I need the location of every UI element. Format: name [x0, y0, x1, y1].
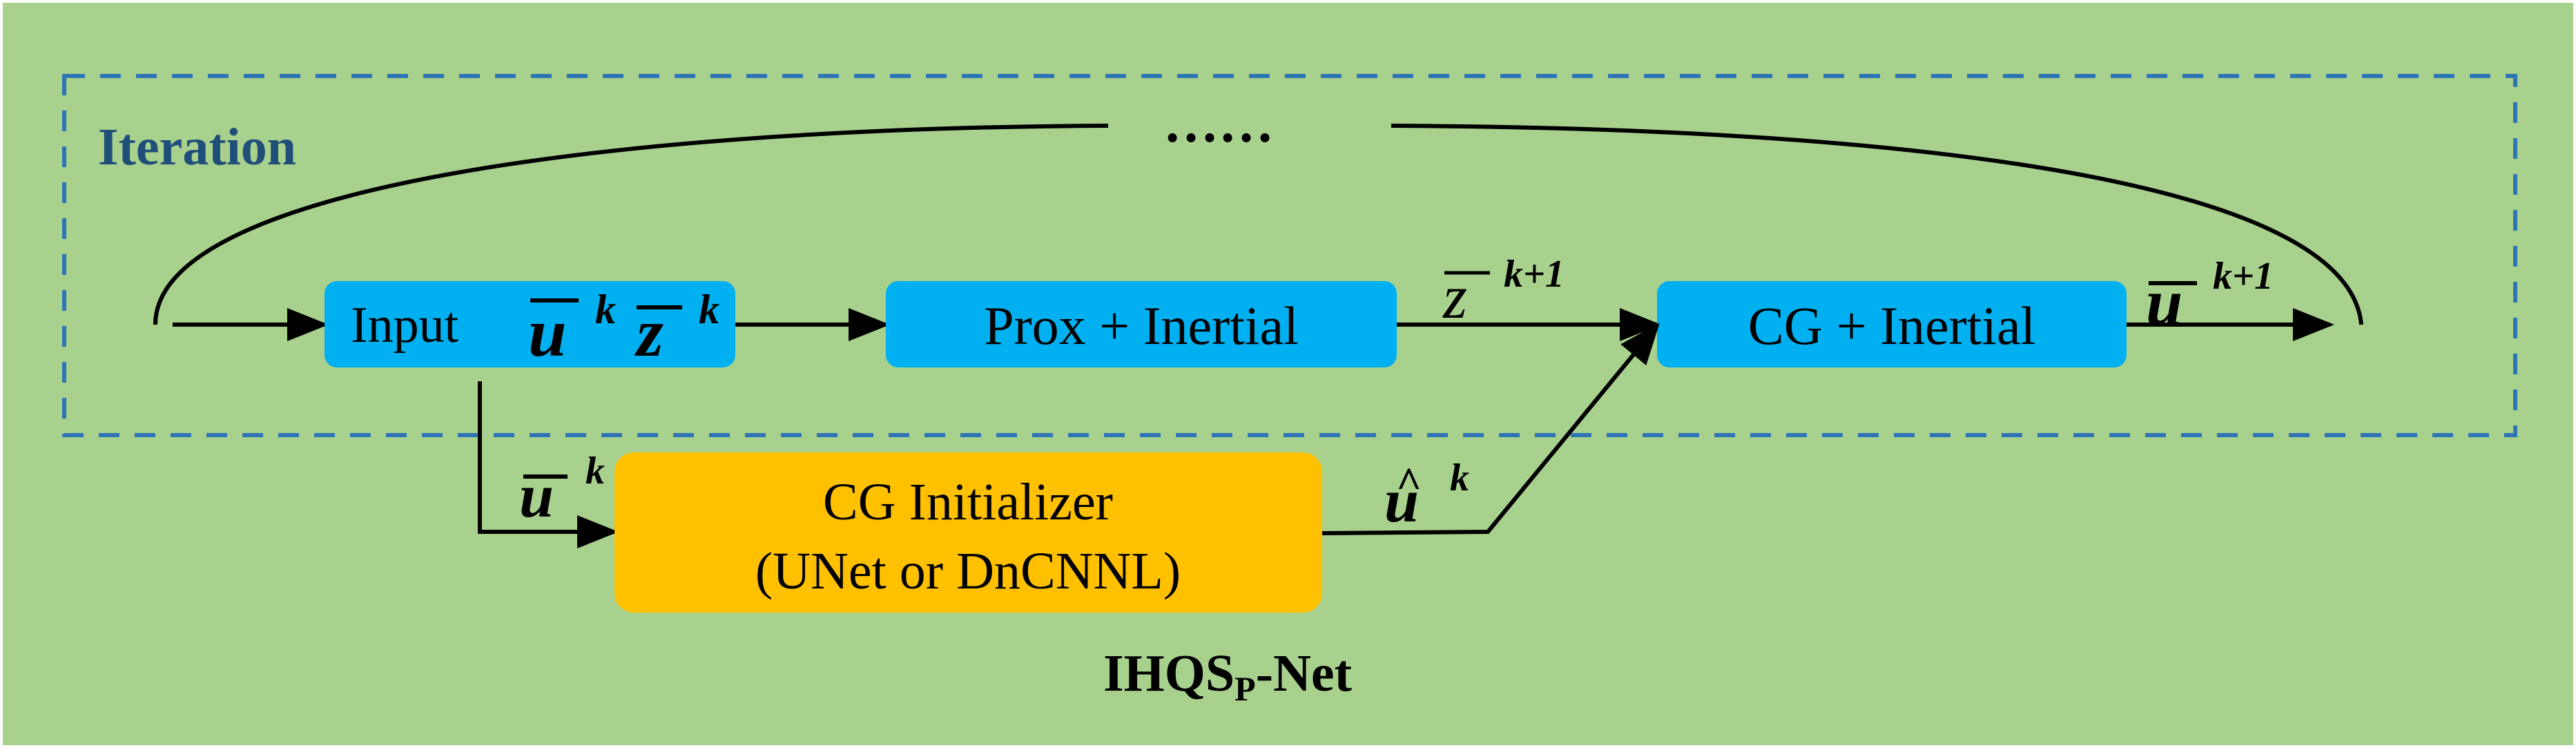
background — [3, 3, 2573, 745]
z-next-sup: k+1 — [1504, 253, 1565, 296]
iteration-label: Iteration — [98, 118, 296, 176]
network-title: IHQSP-Net — [1103, 644, 1352, 708]
feedback-arc-left — [153, 124, 1109, 325]
arrow-initializer-to-cg — [1321, 323, 1660, 535]
u-next-symbol: u — [2146, 265, 2182, 339]
input-math-u-sup: k — [595, 287, 616, 332]
network-title-subscript: P — [1234, 669, 1256, 708]
initializer-box[interactable] — [614, 452, 1322, 613]
input-box-label: Input — [351, 297, 459, 354]
u-bar-k-sup: k — [585, 450, 605, 492]
input-math-z: z — [635, 294, 664, 371]
diagram-svg: Iteration …… Input u k z k Prox + Inerti… — [3, 3, 2573, 745]
input-math-z-sup: k — [699, 287, 719, 332]
input-math-u: u — [528, 294, 567, 371]
network-title-suffix: -Net — [1256, 644, 1352, 702]
u-hat-k-symbol: u — [1384, 467, 1419, 535]
u-bar-k-symbol: u — [519, 462, 554, 530]
feedback-arc-right — [1391, 124, 2363, 325]
input-box[interactable] — [325, 281, 735, 367]
iteration-frame — [62, 74, 2517, 437]
cg-box-label: CG + Inertial — [1748, 296, 2036, 356]
initializer-line2: (UNet or DnCNNL) — [755, 542, 1181, 600]
network-title-main: IHQS — [1103, 644, 1234, 702]
cg-box[interactable] — [1657, 281, 2127, 367]
u-hat-k-accent: ^ — [1396, 458, 1422, 507]
z-next-symbol: z — [1442, 263, 1467, 332]
initializer-line1: CG Initializer — [823, 473, 1113, 531]
branch-input-to-initializer — [478, 381, 619, 548]
prox-box[interactable] — [886, 281, 1397, 367]
u-hat-k-sup: k — [1450, 457, 1469, 499]
u-next-sup: k+1 — [2213, 255, 2274, 298]
prox-box-label: Prox + Inertial — [984, 296, 1299, 356]
ellipsis-label: …… — [1163, 93, 1274, 154]
